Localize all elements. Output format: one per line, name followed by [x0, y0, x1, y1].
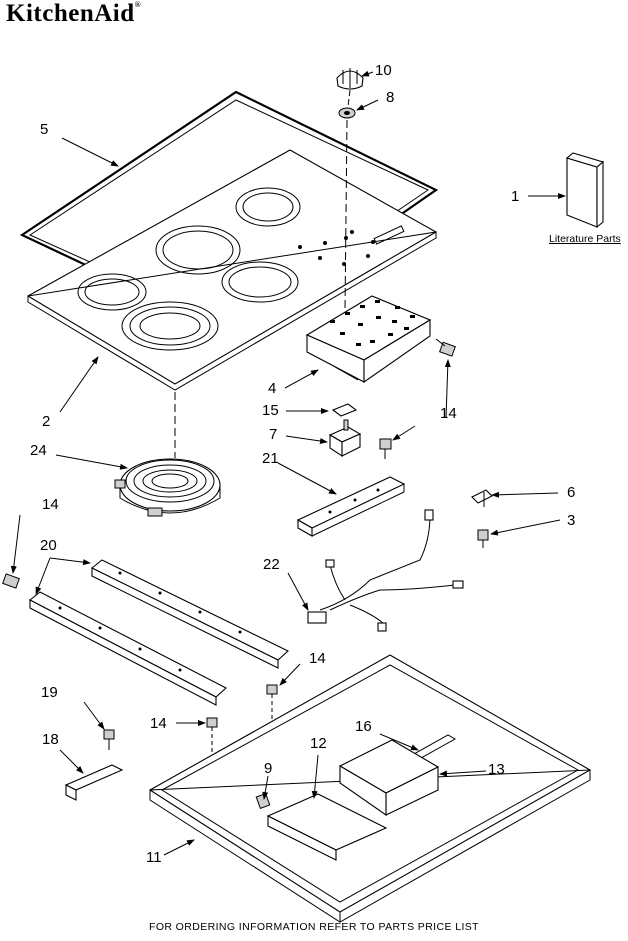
- callout-14-left: 14: [42, 496, 59, 513]
- small-bracket: [64, 764, 124, 801]
- ordering-footer: FOR ORDERING INFORMATION REFER TO PARTS …: [149, 921, 479, 933]
- screw-top-right: [435, 338, 456, 357]
- mounting-bracket: [296, 476, 406, 537]
- callout-12: 12: [310, 735, 327, 752]
- callout-14-mid: 14: [309, 650, 326, 667]
- callout-18: 18: [42, 731, 59, 748]
- callout-13: 13: [488, 761, 505, 778]
- callout-4: 4: [268, 380, 277, 397]
- callout-14-top: 14: [440, 405, 457, 422]
- callout-22: 22: [263, 556, 280, 573]
- control-knob: [336, 68, 364, 311]
- screw-middle: [379, 438, 392, 459]
- callout-1: 1: [511, 188, 520, 205]
- callout-11: 11: [146, 849, 162, 866]
- leader-lines: [10, 70, 566, 856]
- callout-10: 10: [375, 62, 392, 79]
- callout-15: 15: [262, 402, 279, 419]
- callout-14-lower: 14: [150, 715, 167, 732]
- callout-21: 21: [262, 450, 279, 467]
- screws-lower: [103, 684, 278, 752]
- screw-left: [2, 573, 20, 589]
- callout-3: 3: [567, 512, 576, 529]
- kitchenaid-logo: KitchenAid®: [6, 0, 141, 28]
- cooktop-glass-assembly: [19, 90, 439, 391]
- callout-6: 6: [567, 484, 576, 501]
- control-housing: [305, 295, 432, 384]
- literature-parts-label: Literature Parts: [549, 233, 621, 245]
- callout-2: 2: [42, 413, 51, 430]
- internal-components: [255, 734, 457, 861]
- side-rails: [28, 559, 289, 706]
- switch-bracket: [328, 403, 362, 458]
- callout-20: 20: [40, 537, 57, 554]
- logo-text: KitchenAid: [6, 0, 135, 27]
- callout-5: 5: [40, 121, 49, 138]
- callout-7: 7: [269, 426, 278, 443]
- callout-8: 8: [386, 89, 395, 106]
- callout-19: 19: [41, 684, 58, 701]
- clip-and-screw: [471, 489, 493, 548]
- literature-parts-box: [565, 152, 605, 229]
- callout-16: 16: [355, 718, 372, 735]
- radiant-heating-element: [114, 392, 221, 517]
- callout-24: 24: [30, 442, 47, 459]
- wire-harness: [307, 509, 464, 632]
- trademark-mark: ®: [134, 0, 142, 9]
- callout-9: 9: [264, 760, 273, 777]
